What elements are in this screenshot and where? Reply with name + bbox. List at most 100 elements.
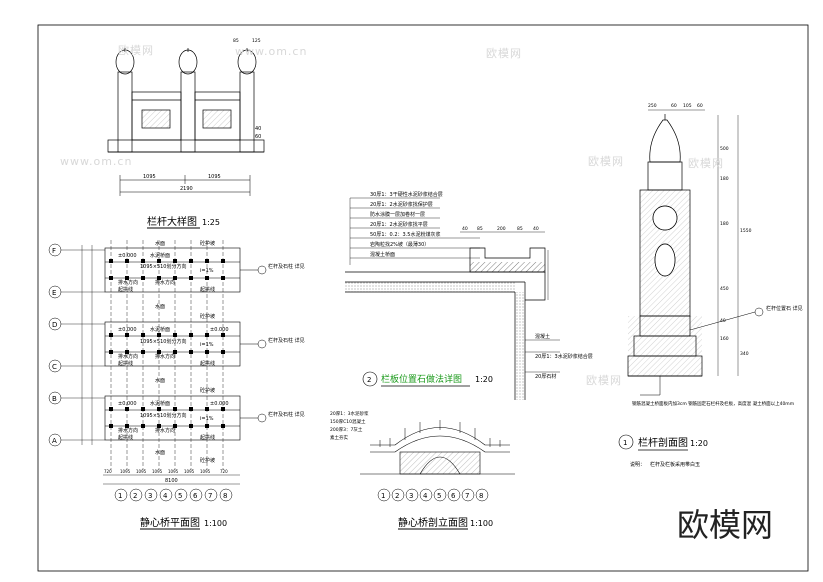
axis-col-2: 2 (133, 492, 137, 500)
elev-axis-5: 5 (437, 492, 441, 500)
note-pier-3: 砼护坡 (200, 387, 215, 394)
stone-dim-4: 40 (533, 226, 539, 232)
note-slope-3: i=1% (200, 416, 214, 422)
elev-axis-1: 1 (381, 492, 385, 500)
railing-detail: 1095 1095 2190 85 125 40 60 栏杆大样图 1:25 (107, 38, 265, 229)
axis-col-7: 7 (208, 492, 212, 500)
layer-4: 50厚1：0.2：3.5水泥粉煤灰浆 (370, 231, 440, 238)
bridge-elevation-title: 静心桥剖立面图 (398, 516, 468, 529)
axis-row-E: E (52, 289, 56, 297)
note-elev-1: ±0.000 (118, 253, 137, 259)
sec-dim-top-0: 250 (648, 103, 657, 109)
sec-dim-r2: 180 (720, 221, 729, 227)
rail-stone-title: 栏板位置石做法详图 (381, 373, 462, 385)
elev-axis-7: 7 (465, 492, 469, 500)
layer-1: 20厚1：2水泥砂浆找保护层 (370, 201, 433, 208)
elev-axis-6: 6 (451, 492, 456, 500)
plan-dim-4: 1095 (168, 469, 179, 474)
bridge-elevation-scale: 1:100 (470, 519, 493, 528)
dim-h2: 60 (255, 134, 261, 140)
axis-col-6: 6 (193, 492, 198, 500)
note-pier-4: 砼护坡 (200, 457, 215, 464)
watermark: 欧模网 (688, 157, 724, 170)
note-drain-3: 排水方向 (118, 353, 138, 360)
railing-section-scale: 1:20 (690, 439, 708, 448)
note-steps-3: 1095×510划分方向 (140, 412, 186, 419)
stone-dim-3: 85 (517, 226, 523, 232)
note-arch-3: 起拱线 (118, 360, 133, 367)
sec-dim-top-3: 60 (697, 103, 703, 109)
note-slope-2: i=1% (200, 342, 214, 348)
elev-layer-3: 素土夯实 (330, 434, 348, 441)
sec-note-rebar: 钢筋混凝土桥面板内加3cm 钢筋固定石栏杆及栏板，高度混 凝土桥面以上40mm (632, 400, 794, 407)
railing-detail-scale: 1:25 (202, 218, 220, 227)
axis-row-D: D (52, 321, 57, 329)
dim-top-a: 85 (233, 38, 239, 44)
note-arch-4: 起拱线 (200, 360, 215, 367)
plan-dim-3: 1095 (152, 469, 163, 474)
note-steps-1: 1095×510划分方向 (140, 263, 186, 270)
note-water-1: 水面 (155, 240, 165, 247)
layer-5: 岩陶粒找2%坡（最薄30） (370, 241, 429, 248)
stone-dim-2: 200 (497, 226, 506, 232)
note-deck-3: 水泥桥面 (150, 400, 170, 407)
axis-row-B: B (52, 395, 57, 403)
watermark: 欧模网 (588, 155, 624, 168)
detail-number-2: 2 (367, 376, 371, 384)
bridge-plan-title: 静心桥平面图 (140, 516, 200, 529)
note-drain-5: 排水方向 (118, 427, 138, 434)
note-water-4: 水面 (155, 449, 165, 456)
plan-dim-6: 1095 (200, 469, 211, 474)
note-arch-5: 起拱线 (118, 434, 133, 441)
detail-number-1: 1 (623, 439, 627, 447)
railing-section-title: 栏杆剖面图 (638, 436, 688, 449)
note-railref-3: 栏杆及石柱 详见 (268, 411, 305, 418)
note-water-2: 水面 (155, 303, 165, 310)
sec-caption: 栏杆及栏板采用帯白玉 (650, 461, 700, 468)
axis-col-3: 3 (148, 492, 152, 500)
brand-logo-text: 欧模网 (677, 506, 774, 544)
watermark: 欧模网 (486, 47, 522, 60)
axis-col-4: 4 (163, 492, 168, 500)
side-note-1: 20厚1：3水泥砂浆结合层 (535, 353, 593, 360)
elev-axis-3: 3 (409, 492, 413, 500)
side-note-2: 20厚石材 (535, 373, 556, 380)
dim-right: 1095 (208, 174, 221, 180)
sec-dim-r3: 1550 (740, 228, 752, 234)
note-railref-2: 栏杆及石柱 详见 (268, 337, 305, 344)
dim-h1: 40 (255, 126, 261, 132)
note-drain-2: 排水方向 (155, 279, 175, 286)
layer-2: 防水涂膜一层加卷材一层 (370, 211, 425, 218)
plan-dim-total: 8100 (165, 478, 178, 484)
note-drain-1: 排水方向 (118, 279, 138, 286)
layer-0: 30厚1：3干硬性水泥砂浆结合层 (370, 191, 443, 198)
sec-dim-top-2: 105 (683, 103, 692, 109)
sheet-frame (37, 24, 809, 572)
note-arch-6: 起拱线 (200, 434, 215, 441)
note-water-3: 水面 (155, 377, 165, 384)
sec-dim-r6: 160 (720, 336, 729, 342)
axis-col-8: 8 (223, 492, 227, 500)
plan-dim-0: 720 (104, 469, 112, 474)
rail-stone-detail: 30厚1：3干硬性水泥砂浆结合层 20厚1：2水泥砂浆找保护层 防水涂膜一层加卷… (345, 191, 593, 400)
watermark: www.om.cn (60, 155, 133, 168)
note-railref-1: 栏杆及石柱 详见 (268, 263, 305, 270)
bridge-elevation: 20厚1：3水泥砂浆 150厚C10混凝土 200厚3：7灰土 素土夯实 1 2… (330, 410, 515, 530)
sec-dim-r7: 340 (740, 351, 749, 357)
note-deck-1: 水泥桥面 (150, 252, 170, 259)
plan-dim-2: 1095 (136, 469, 147, 474)
sec-dim-top-1: 60 (671, 103, 677, 109)
note-steps-2: 1095×510划分方向 (140, 338, 186, 345)
sec-caption-label: 说明： (630, 461, 645, 468)
note-arch-2: 起拱线 (200, 286, 215, 293)
elev-axis-8: 8 (479, 492, 483, 500)
sec-dim-r0: 500 (720, 146, 729, 152)
side-note-0: 混凝土 (535, 333, 550, 340)
elev-layer-1: 150厚C10混凝土 (330, 418, 366, 425)
layer-3: 20厚1：2水泥砂浆找平层 (370, 221, 428, 228)
note-slope-1: i=1% (200, 268, 214, 274)
note-elev-5: ±0.000 (210, 401, 229, 407)
sec-dim-r1: 180 (720, 176, 729, 182)
plan-dim-1: 1095 (120, 469, 131, 474)
elev-axis-2: 2 (395, 492, 399, 500)
